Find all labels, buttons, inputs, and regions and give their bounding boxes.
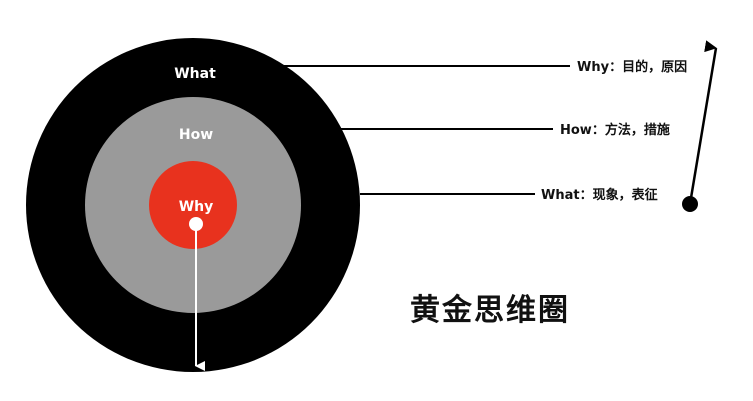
outer-ring-label: What: [174, 66, 216, 82]
up-arrow: [688, 40, 718, 205]
middle-ring-label: How: [179, 127, 213, 143]
main-title: 黄金思维圈: [410, 293, 570, 328]
callout-how: How：方法，措施: [560, 122, 670, 138]
callout-why: Why：目的，原因: [577, 59, 687, 75]
inner-ring-label: Why: [179, 199, 214, 215]
inner-ring-why: [149, 161, 237, 249]
arrow-start-dot-black: [682, 196, 698, 212]
callout-what: What：现象，表征: [541, 187, 658, 203]
